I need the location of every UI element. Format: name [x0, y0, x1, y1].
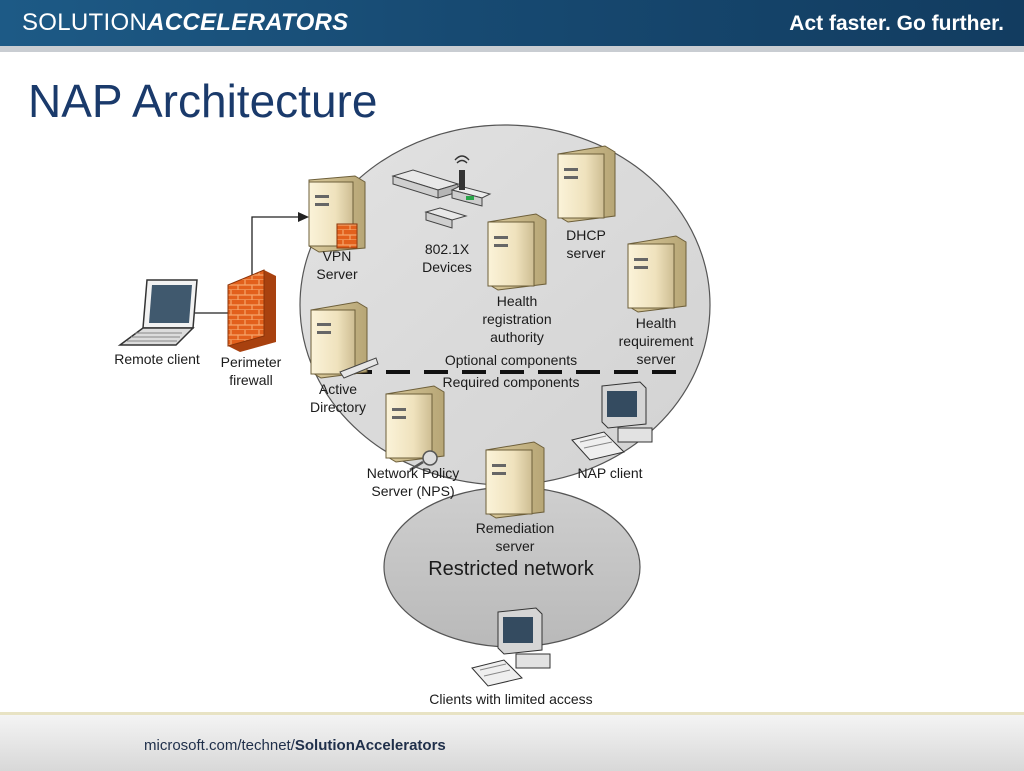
firewall-icon [227, 269, 276, 352]
hra-label-line2: registration [482, 311, 551, 327]
active-directory-label-line2: Directory [310, 399, 366, 415]
active-directory-server-icon [310, 301, 379, 379]
brand-suffix: ACCELERATORS [147, 9, 349, 36]
health-requirement-label-line2: requirement [619, 333, 694, 349]
remediation-server-label-line1: Remediation [476, 520, 555, 536]
laptop-icon [117, 279, 198, 346]
perimeter-firewall-label-line1: Perimeter [221, 354, 282, 370]
brand-logo: SOLUTIONACCELERATORS [22, 9, 348, 37]
remote-client-label: Remote client [114, 351, 200, 367]
devices-8021x-label-line1: 802.1X [425, 241, 470, 257]
limited-client-computer-icon [471, 607, 551, 687]
footer-bar: microsoft.com/technet/SolutionAccelerato… [0, 712, 1024, 771]
active-directory-label-line1: Active [319, 381, 357, 397]
dhcp-server-icon [557, 145, 616, 223]
devices-8021x-label-line2: Devices [422, 259, 472, 275]
vpn-server-label-line1: VPN [323, 248, 352, 264]
health-requirement-label-line1: Health [636, 315, 676, 331]
clients-limited-access-label: Clients with limited access [429, 691, 592, 707]
footer-url-prefix: microsoft.com/technet/ [144, 737, 295, 754]
vpn-server-label-line2: Server [316, 266, 358, 282]
health-requirement-label-line3: server [637, 351, 676, 367]
slide-title: NAP Architecture [28, 75, 378, 127]
network-switch-icon [391, 169, 468, 229]
header-banner: SOLUTIONACCELERATORS Act faster. Go furt… [0, 0, 1024, 46]
arrow-icon [298, 212, 309, 222]
dhcp-server-label-line2: server [567, 245, 606, 261]
footer-url-suffix: SolutionAccelerators [294, 737, 446, 754]
remediation-server-icon [485, 441, 545, 519]
hra-label-line1: Health [497, 293, 537, 309]
nps-server-icon [385, 385, 445, 472]
required-components-label: Required components [443, 374, 580, 390]
tagline: Act faster. Go further. [789, 12, 1004, 35]
remediation-server-label-line2: server [496, 538, 535, 554]
hra-label-line3: authority [490, 329, 544, 345]
optional-components-label: Optional components [445, 352, 577, 368]
nap-client-label: NAP client [577, 465, 642, 481]
brand-prefix: SOLUTION [22, 9, 148, 36]
vpn-server-icon [308, 175, 366, 253]
dhcp-server-label-line1: DHCP [566, 227, 606, 243]
nps-label-line2: Server (NPS) [371, 483, 454, 499]
connector-line [251, 216, 300, 285]
health-requirement-server-icon [627, 235, 687, 313]
nps-label-line1: Network Policy [367, 465, 460, 481]
wireless-ap-icon [450, 155, 492, 207]
perimeter-firewall-label-line2: firewall [229, 372, 273, 388]
nap-client-computer-icon [571, 381, 653, 461]
restricted-network-label: Restricted network [428, 558, 595, 580]
hra-server-icon [487, 213, 547, 291]
header-divider [0, 46, 1024, 52]
footer-url: microsoft.com/technet/SolutionAccelerato… [144, 737, 446, 754]
